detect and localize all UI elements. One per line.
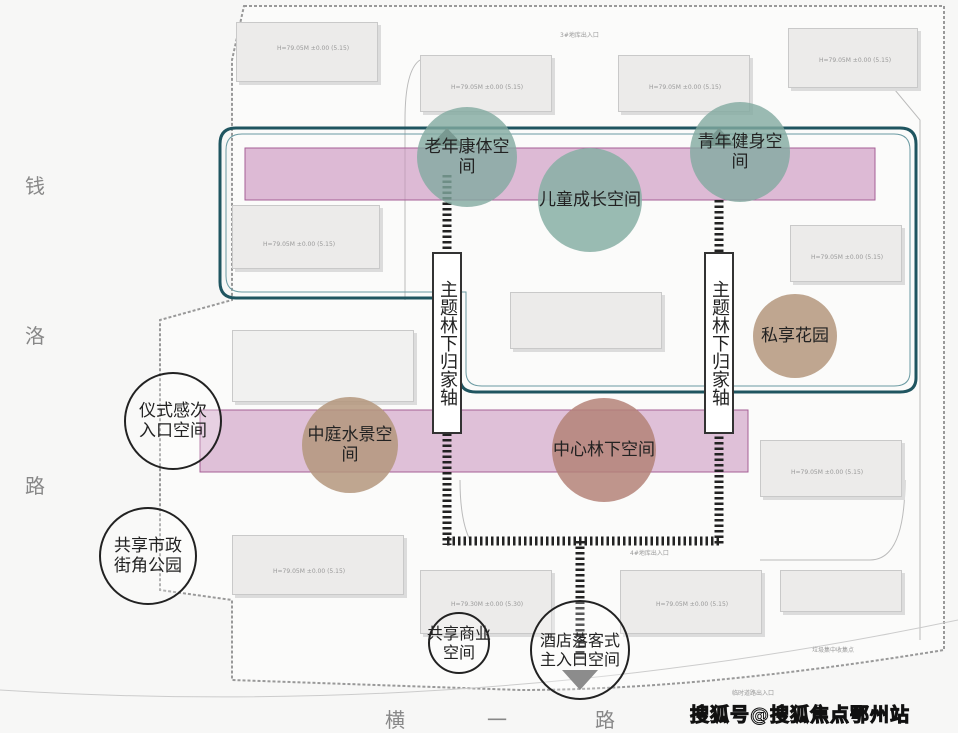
building-label: H=79.05M ±0.00 (5.15) <box>819 57 892 64</box>
road-label: 路 <box>25 474 45 498</box>
building-label: H=79.05M ±0.00 (5.15) <box>791 469 864 476</box>
node-ceremony-entrance: 仪式感次入口空间 <box>124 372 222 470</box>
building: H=79.05M ±0.00 (5.15) <box>788 28 918 88</box>
entrance-label: 3#地库出入口 <box>560 32 599 39</box>
building: H=79.05M ±0.00 (5.15) <box>760 440 902 497</box>
node-label: 空间 <box>442 643 475 662</box>
zone-children: 儿童成长空间 <box>538 148 642 252</box>
node-corner-park: 共享市政街角公园 <box>99 507 197 605</box>
node-label: 入口空间 <box>139 421 207 441</box>
node-label: 街角公园 <box>114 556 182 576</box>
node-main-entrance: 酒店落客式主入口空间 <box>530 600 630 700</box>
building <box>232 330 414 402</box>
road-label: 洛 <box>25 324 45 348</box>
building: H=79.05M ±0.00 (5.15) <box>232 535 404 595</box>
outer-road <box>0 619 958 698</box>
building-label: H=79.30M ±0.00 (5.30) <box>451 601 524 608</box>
node-label: 主入口空间 <box>539 650 620 669</box>
road-label: 一 <box>487 708 507 732</box>
road-label: 钱 <box>25 174 45 198</box>
building: H=79.05M ±0.00 (5.15) <box>620 570 762 634</box>
zone-label: 老年康体空间 <box>424 136 510 177</box>
zone-courtyard: 中庭水景空间 <box>302 397 398 493</box>
zone-elderly: 老年康体空间 <box>417 107 517 207</box>
axis-label-left: 主题林下归家轴 <box>432 252 462 434</box>
building-label: H=79.05M ±0.00 (5.15) <box>656 601 729 608</box>
node-label: 共享市政 <box>114 535 182 556</box>
building-label: H=79.05M ±0.00 (5.15) <box>273 568 346 575</box>
entrance-label: 4#地库出入口 <box>630 550 669 557</box>
zone-center-forest: 中心林下空间 <box>552 398 656 502</box>
building: H=79.05M ±0.00 (5.15) <box>790 225 902 282</box>
watermark: 搜狐号@搜狐焦点鄂州站 <box>689 704 911 727</box>
node-label: 仪式感次 <box>139 400 207 421</box>
zone-label: 青年健身空间 <box>697 131 783 172</box>
loop-path <box>218 126 918 394</box>
node-shared-commerce: 共享商业空间 <box>427 612 491 674</box>
axis-label-right: 主题林下归家轴 <box>704 252 734 434</box>
building: H=79.05M ±0.00 (5.15) <box>232 205 380 269</box>
zone-label: 中庭水景空间 <box>307 424 393 465</box>
garbage-label: 垃圾集中收集点 <box>812 647 855 654</box>
building-label: H=79.05M ±0.00 (5.15) <box>263 241 336 248</box>
building-label: H=79.05M ±0.00 (5.15) <box>277 45 350 52</box>
building: H=79.05M ±0.00 (5.15) <box>236 22 378 82</box>
building: H=79.05M ±0.00 (5.15) <box>420 55 552 112</box>
inner-road <box>459 479 906 561</box>
building-label: H=79.05M ±0.00 (5.15) <box>811 254 884 261</box>
node-label: 酒店落客式 <box>539 630 620 650</box>
zone-youth: 青年健身空间 <box>690 102 790 202</box>
node-label: 共享商业 <box>426 623 491 643</box>
building-label: H=79.05M ±0.00 (5.15) <box>649 84 722 91</box>
road-label: 横 <box>385 708 405 732</box>
gate-label: 临时道路出入口 <box>732 690 775 697</box>
zone-label: 儿童成长空间 <box>539 189 641 210</box>
building <box>510 292 662 349</box>
building <box>780 570 902 612</box>
pink-band-bottom <box>199 409 749 473</box>
road-label: 路 <box>595 708 615 732</box>
zone-private-garden: 私享花园 <box>753 294 837 378</box>
zone-label: 中心林下空间 <box>553 439 655 460</box>
building-label: H=79.05M ±0.00 (5.15) <box>451 84 524 91</box>
zone-label: 私享花园 <box>761 325 829 346</box>
